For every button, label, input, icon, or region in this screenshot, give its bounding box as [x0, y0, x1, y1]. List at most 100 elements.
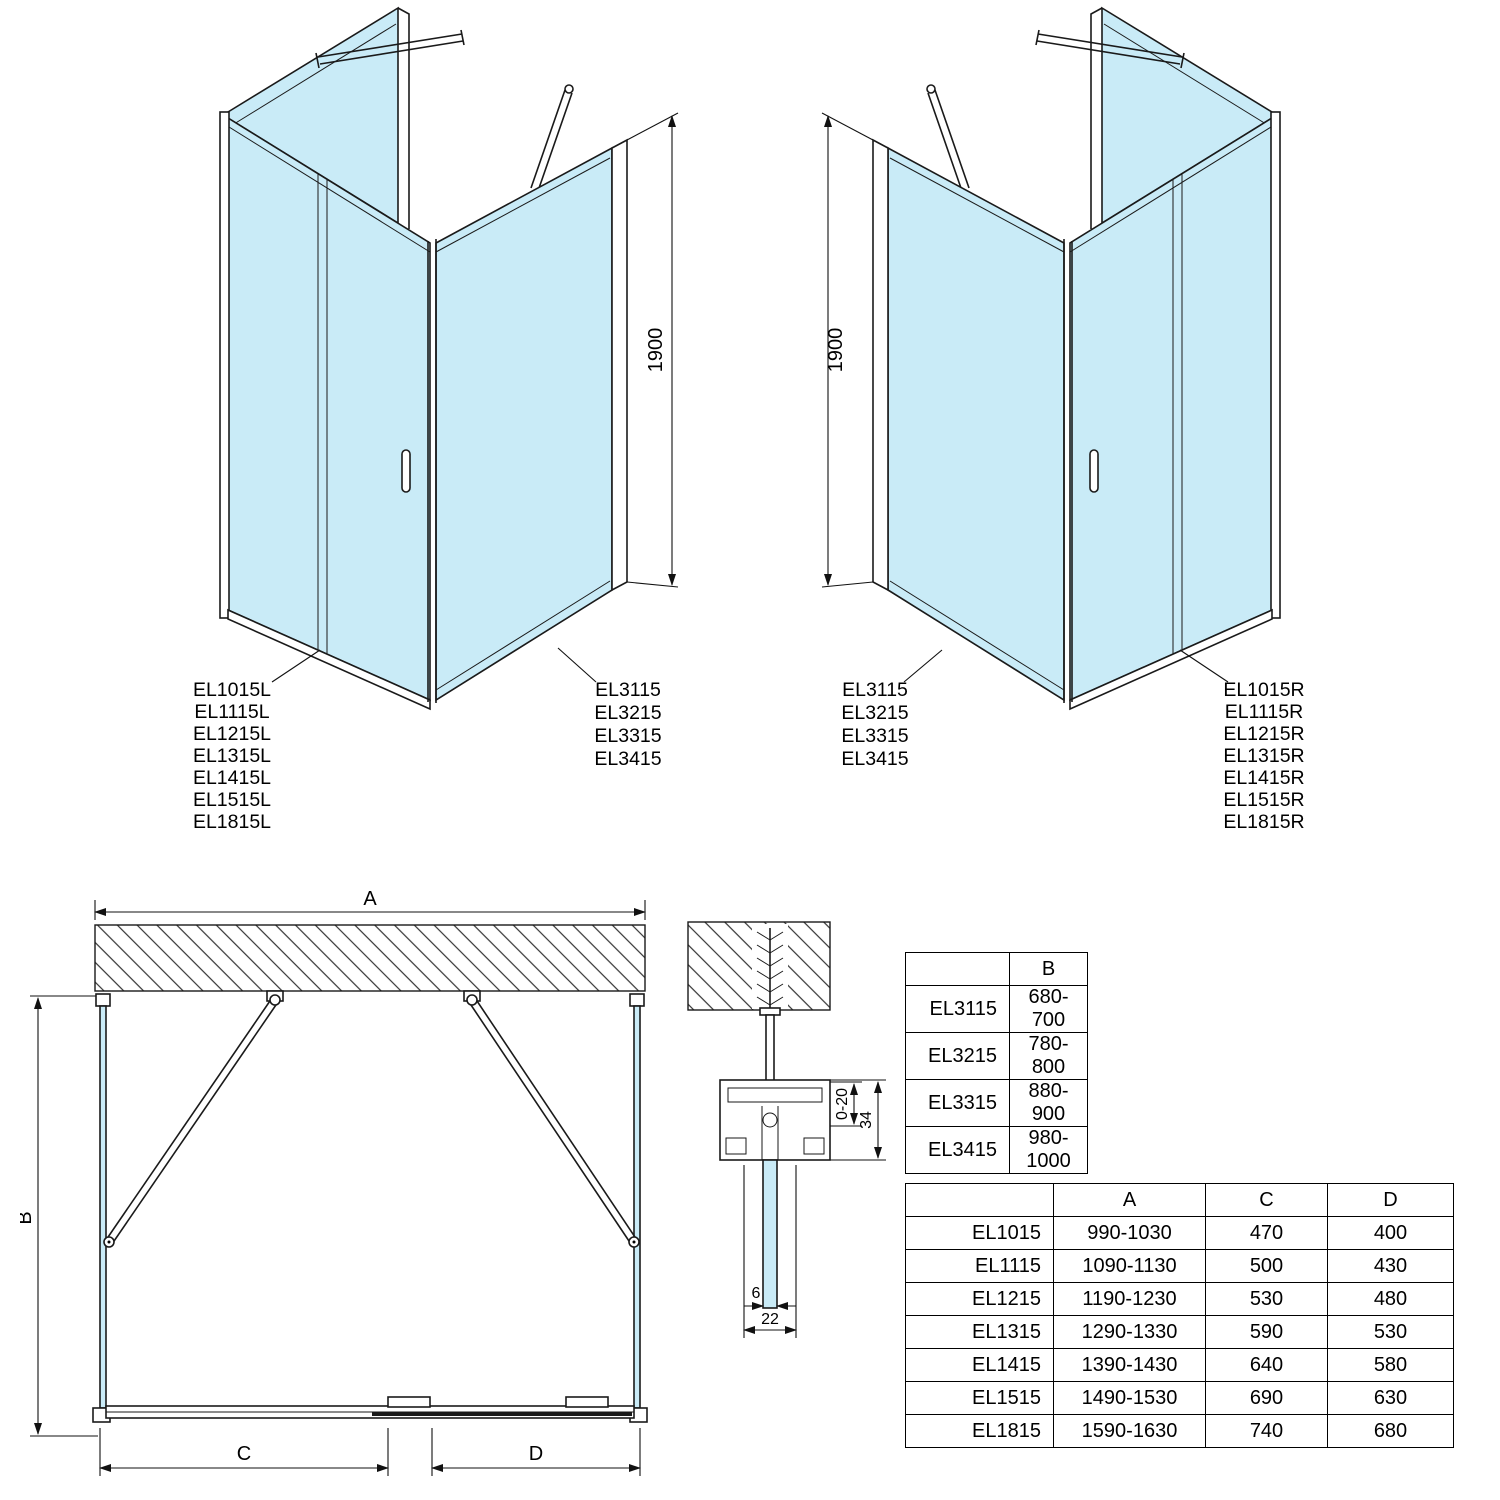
wall-brace-short [530, 84, 574, 192]
cell: 580 [1327, 1348, 1454, 1382]
side-model-labels: EL3115 EL3215 EL3315 EL3415 [557, 647, 662, 770]
cell [905, 1183, 1054, 1217]
table-row: EL1515 1490-1530 690 630 [905, 1381, 1454, 1415]
table-row: EL3115 680-700 [905, 985, 1088, 1033]
dimensions-table-b: B EL3115 680-700 EL3215 780-800 EL3315 8… [905, 952, 1088, 1174]
dim-profile-depth: 34 [830, 1079, 886, 1161]
dimensions-table-acd: A C D EL1015 990-1030 470 400 EL1115 109… [905, 1183, 1454, 1448]
height-dim-label: 1900 [645, 328, 667, 373]
dim-profile-width: 22 [743, 1165, 797, 1338]
door-model-label: EL1815R [1223, 811, 1304, 833]
right-side-panel-plan [629, 993, 648, 1423]
dim-adjust-label: 0-20 [834, 1088, 851, 1120]
side-model-label: EL3415 [841, 748, 908, 770]
sliding-door-face [1063, 111, 1281, 711]
cell: EL1515 [905, 1381, 1054, 1415]
cell: 480 [1327, 1282, 1454, 1316]
door-model-label: EL1515R [1223, 789, 1304, 811]
sliding-door-face [219, 111, 437, 711]
cell: 400 [1327, 1216, 1454, 1250]
door-model-label: EL1415R [1223, 767, 1304, 789]
door-model-label: EL1315R [1223, 745, 1304, 767]
glass-section [762, 1159, 778, 1309]
cell: 1590-1630 [1053, 1414, 1206, 1448]
door-model-label: EL1115L [194, 701, 269, 723]
door-model-label: EL1515L [193, 789, 271, 811]
brace-right-plan [463, 990, 640, 1248]
cell: 590 [1205, 1315, 1328, 1349]
side-model-label: EL3115 [842, 679, 908, 701]
table-row: EL1815 1590-1630 740 680 [905, 1414, 1454, 1448]
cell: 640 [1205, 1348, 1328, 1382]
side-model-label: EL3315 [594, 725, 661, 747]
cell: EL1315 [905, 1315, 1054, 1349]
side-model-label: EL3415 [594, 748, 661, 770]
cell: 530 [1327, 1315, 1454, 1349]
table-row: EL1115 1090-1130 500 430 [905, 1249, 1454, 1283]
cell: 980-1000 [1009, 1126, 1088, 1174]
cell: 680-700 [1009, 985, 1088, 1033]
height-dimension: 1900 [821, 112, 874, 588]
cell: 1290-1330 [1053, 1315, 1206, 1349]
cell: 740 [1205, 1414, 1328, 1448]
door-model-label: EL1015L [193, 679, 271, 701]
door-model-label: EL1115R [1225, 701, 1303, 723]
table-acd-wrapper: A C D EL1015 990-1030 470 400 EL1115 109… [905, 1183, 1454, 1448]
cell [905, 952, 1010, 986]
wall-plug-and-screw [752, 924, 788, 1086]
left-version-diagram: 1900 EL1015L EL1115L EL1215L EL1315L EL1… [193, 6, 679, 833]
profile-extrusion [719, 1079, 831, 1161]
cell: 630 [1327, 1381, 1454, 1415]
column-header-c: C [1205, 1183, 1328, 1217]
brace-left-plan [103, 990, 284, 1248]
table-row: EL1315 1290-1330 590 530 [905, 1315, 1454, 1349]
table-row: EL3315 880-900 [905, 1079, 1088, 1127]
cell: EL3215 [905, 1032, 1010, 1080]
door-model-label: EL1015R [1223, 679, 1304, 701]
door-model-label: EL1415L [193, 767, 271, 789]
cell: 1390-1430 [1053, 1348, 1206, 1382]
door-model-label: EL1315L [193, 745, 271, 767]
table-row: EL3215 780-800 [905, 1032, 1088, 1080]
dim-glass-label: 6 [752, 1285, 761, 1302]
cell: EL3115 [905, 985, 1010, 1033]
wall-profile-detail: 0-20 34 6 22 [687, 921, 886, 1338]
fixed-side-panel [435, 138, 628, 702]
column-header-d: D [1327, 1183, 1454, 1217]
dim-b-label: B [20, 1211, 36, 1224]
door-model-label: EL1215R [1223, 723, 1304, 745]
door-model-label: EL1815L [193, 811, 271, 833]
dim-D: D [431, 1428, 641, 1476]
column-header-a: A [1053, 1183, 1206, 1217]
side-model-labels: EL3115 EL3215 EL3315 EL3415 [841, 649, 943, 770]
side-model-label: EL3115 [595, 679, 661, 701]
cell: EL1815 [905, 1414, 1054, 1448]
wall-hatch [94, 924, 646, 992]
left-side-panel-plan [92, 993, 111, 1423]
height-dimension: 1900 [626, 112, 679, 588]
door-model-labels: EL1015R EL1115R EL1215R EL1315R EL1415R … [1179, 649, 1305, 833]
table-row: A C D [905, 1183, 1454, 1217]
cell: 530 [1205, 1282, 1328, 1316]
dim-C: C [99, 1428, 389, 1476]
table-row: EL1215 1190-1230 530 480 [905, 1282, 1454, 1316]
cell: 470 [1205, 1216, 1328, 1250]
cell: 690 [1205, 1381, 1328, 1415]
cell: 500 [1205, 1249, 1328, 1283]
plan-view-diagram: A B C [20, 890, 648, 1476]
wall-brace-long [1035, 29, 1185, 69]
table-row: EL1015 990-1030 470 400 [905, 1216, 1454, 1250]
dim-d-label: D [529, 1443, 543, 1465]
dim-A: A [94, 890, 646, 920]
cell: EL1215 [905, 1282, 1054, 1316]
door-handle [401, 449, 411, 493]
fixed-side-panel [872, 138, 1065, 702]
table-b-wrapper: B EL3115 680-700 EL3215 780-800 EL3315 8… [905, 952, 1088, 1174]
dim-adjust-range: 0-20 [830, 1081, 862, 1127]
side-model-label: EL3315 [841, 725, 908, 747]
height-dim-label: 1900 [825, 328, 847, 373]
side-model-label: EL3215 [841, 702, 908, 724]
cell: 680 [1327, 1414, 1454, 1448]
cell: 1490-1530 [1053, 1381, 1206, 1415]
